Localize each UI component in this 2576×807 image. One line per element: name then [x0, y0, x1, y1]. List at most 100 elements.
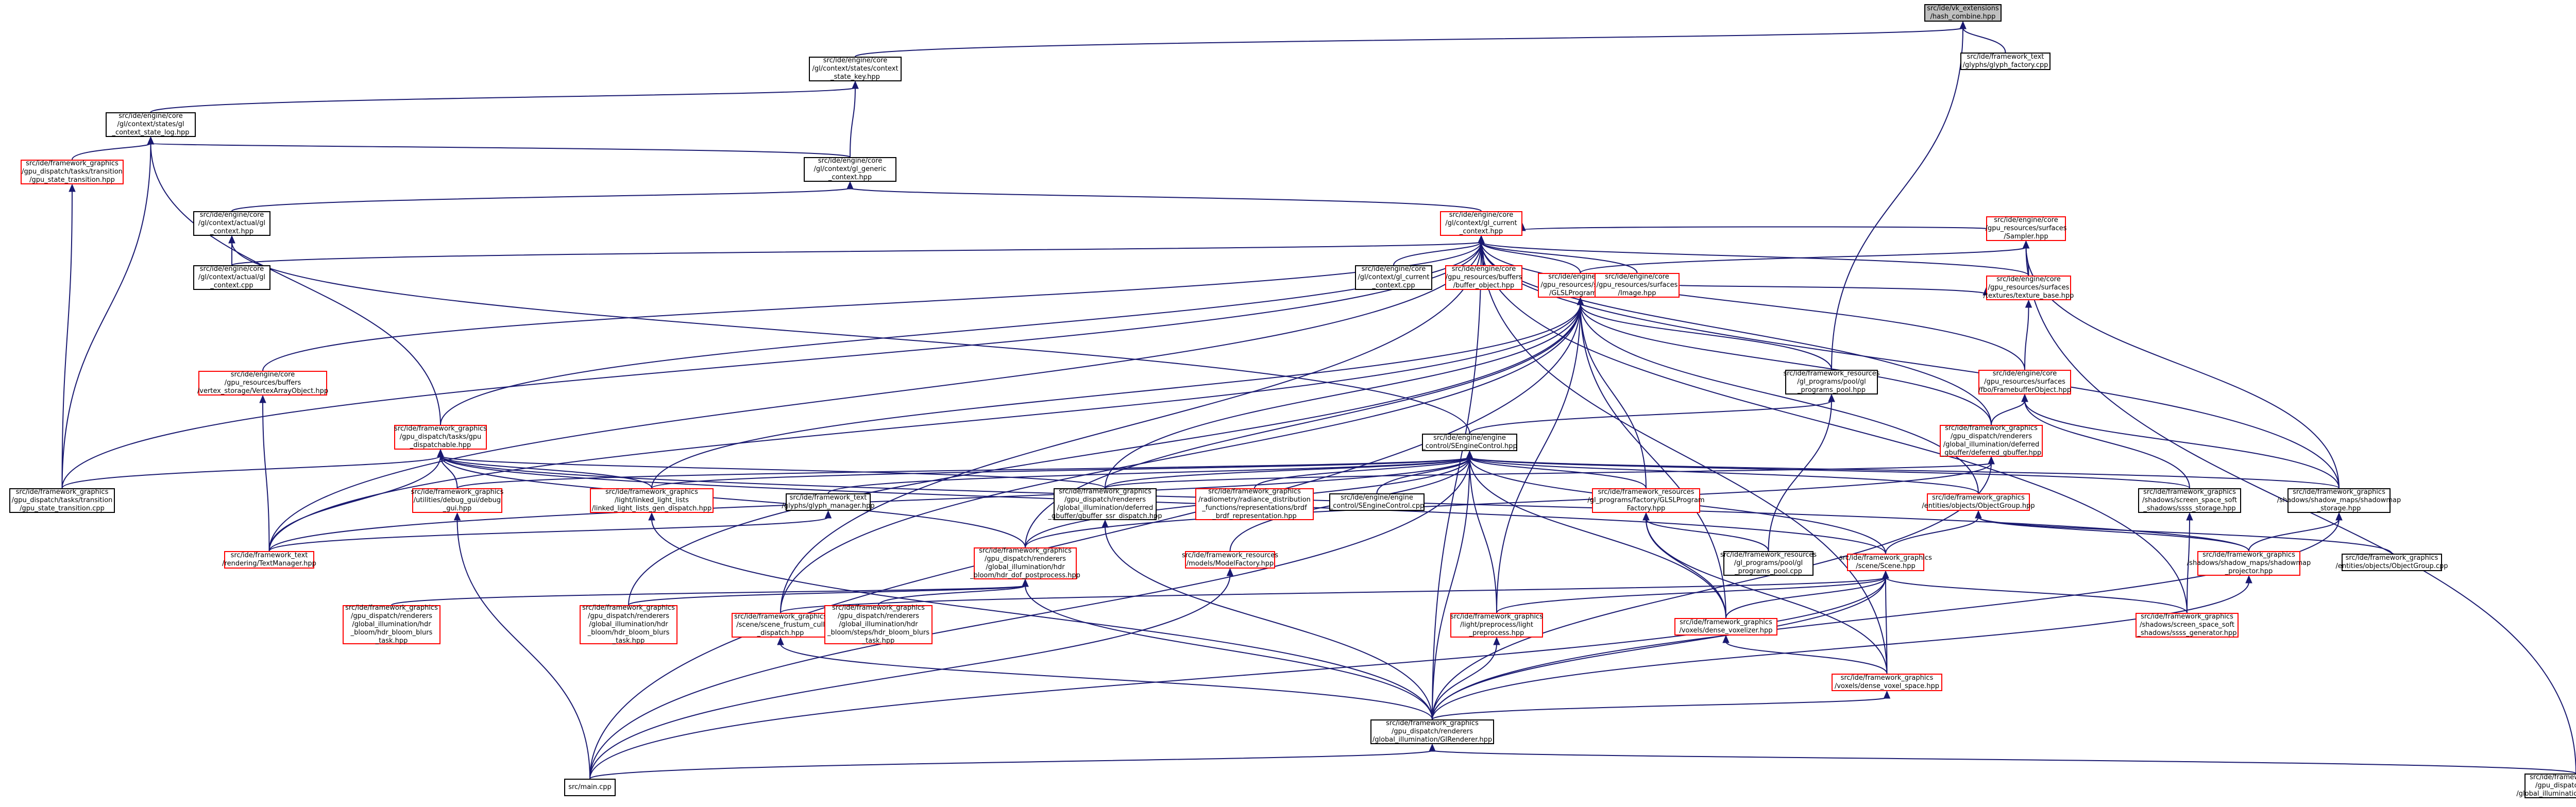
node-ssss-generator[interactable]: src/ide/framework_graphics/shadows/scree…: [2136, 613, 2239, 638]
node-object-group-hpp[interactable]: src/ide/framework_graphics/entities/obje…: [1922, 493, 2035, 511]
node-label-line: /Image.hpp: [1618, 289, 1656, 297]
edge-arrowhead: [1466, 450, 1473, 459]
edge-arrowhead: [2021, 393, 2028, 402]
node-context-state-log[interactable]: src/ide/engine/core/gl/context/states/gl…: [106, 112, 196, 137]
edge-arrowhead: [1642, 512, 1650, 521]
node-debug-gui[interactable]: src/ide/framework_graphics/utilities/deb…: [411, 488, 503, 513]
node-gl-programs-pool-cpp[interactable]: src/ide/framework_resources/gl_programs/…: [1720, 551, 1817, 576]
edge-gi-renderer-hpp-to-scene-hpp: [1432, 577, 1886, 720]
node-gl-current-context-cpp[interactable]: src/ide/engine/core/gl/context/gl_curren…: [1355, 265, 1432, 290]
edge-dense-voxel-space-to-glslprogram-factory: [1646, 519, 1888, 674]
node-gi-renderer-cpp[interactable]: src/ide/framework_graphics/gpu_dispatch/…: [2516, 774, 2576, 798]
node-gpu-state-transition-cpp[interactable]: src/ide/framework_graphics/gpu_dispatch/…: [9, 488, 115, 513]
node-gi-renderer-hpp[interactable]: src/ide/framework_graphics/gpu_dispatch/…: [1370, 719, 1494, 744]
edge-arrowhead: [1882, 570, 1889, 579]
node-object-group-cpp[interactable]: src/ide/framework_graphics/entities/obje…: [2335, 554, 2448, 571]
node-model-factory[interactable]: src/ide/framework_resources/models/Model…: [1182, 551, 1278, 569]
node-gpu-state-transition[interactable]: src/ide/framework_graphics/gpu_dispatch/…: [21, 160, 124, 184]
node-main-cpp[interactable]: src/main.cpp: [564, 779, 616, 796]
node-hdr-bloom-blurs-task2[interactable]: src/ide/framework_graphics/gpu_dispatch/…: [580, 604, 677, 645]
edge-arrowhead: [147, 136, 155, 145]
edge-arrowhead: [1882, 570, 1889, 579]
edge-gbuffer-ssr-to-sgenginecontrol-hpp: [1105, 457, 1470, 489]
edge-text-manager-to-glyph-manager: [268, 517, 829, 552]
node-sgenginecontrol-cpp[interactable]: src/ide/engine/engine_control/SEngineCon…: [1329, 493, 1425, 511]
node-label-line: /global_illumination/deferred: [1943, 441, 2040, 449]
edge-gl-programs-pool-cpp-to-glslprogram-factory: [1646, 519, 1769, 552]
node-label-line: src/ide/framework_graphics: [2202, 551, 2295, 559]
edge-arrowhead: [147, 136, 155, 145]
node-image[interactable]: src/ide/engine/core/gpu_resources/surfac…: [1595, 273, 1680, 298]
node-label-line: /gpu_state_transition.cpp: [20, 505, 105, 512]
edge-object-group-hpp-to-glslprogram: [1580, 303, 1979, 494]
node-text-manager[interactable]: src/ide/framework_text/rendering/TextMan…: [222, 551, 316, 569]
node-hdr-bloom-postprocess[interactable]: src/ide/framework_graphics/gpu_dispatch/…: [970, 547, 1080, 579]
edge-scene-hpp-to-object-group-hpp: [1885, 517, 1979, 554]
edge-arrowhead: [1577, 297, 1584, 305]
edge-buffer-object-to-gl-current-context-hpp: [1481, 242, 1484, 266]
node-gl-generic-context[interactable]: src/ide/engine/core/gl/context/gl_generi…: [804, 157, 896, 182]
node-shadows-ssss-storage[interactable]: src/ide/framework_graphics/shadows/scree…: [2138, 488, 2241, 513]
node-sampler[interactable]: src/ide/engine/core/gpu_resources/surfac…: [1986, 216, 2066, 241]
node-glyph-manager[interactable]: src/ide/framework_text/glyphs/glyph_mana…: [782, 493, 875, 511]
edge-gpu-state-transition-cpp-to-gpu-state-transition: [61, 190, 73, 489]
edge-arrowhead: [1882, 570, 1889, 579]
edge-sampler-to-gl-current-context-hpp: [1522, 226, 1987, 230]
edge-sgenginecontrol-hpp-to-actual-gl-context-hpp: [231, 242, 1470, 434]
node-label-line: /Sampler.hpp: [2004, 233, 2048, 241]
node-gpu-dispatchable[interactable]: src/ide/framework_graphics/gpu_dispatch/…: [394, 425, 487, 450]
edge-arrowhead: [1988, 456, 1995, 465]
node-hdr-bloom-blurs-task[interactable]: src/ide/framework_graphics/gpu_dispatch/…: [343, 604, 440, 645]
node-gl-programs-pool-hpp[interactable]: src/ide/framework_resources/gl_programs/…: [1783, 370, 1880, 394]
node-glslprogram-factory[interactable]: src/ide/framework_resources/gl_programs/…: [1587, 488, 1705, 513]
node-hdr-bloom-lum-task[interactable]: src/ide/framework_graphics/gpu_dispatch/…: [824, 604, 933, 645]
node-shadowmap-projector[interactable]: src/ide/framework_graphics/shadows/shado…: [2187, 551, 2311, 576]
edge-text-manager-to-vertex-array: [262, 401, 270, 552]
edge-dense-voxel-space-to-gl-current-context-hpp: [1481, 242, 1888, 674]
node-actual-gl-context-cpp[interactable]: src/ide/engine/core/gl/context/actual/gl…: [193, 265, 270, 290]
node-sgenginecontrol-hpp[interactable]: src/ide/engine/engine_control/SEngineCon…: [1422, 434, 1517, 451]
edge-arrowhead: [1466, 450, 1473, 459]
node-label-line: /shadows/shadow_maps/shadowmap: [2187, 559, 2311, 567]
node-label-line: src/ide/engine/core: [1992, 370, 2057, 377]
edge-arrowhead: [1478, 235, 1485, 244]
edge-gbuffer-ssr-to-gpu-dispatchable: [440, 455, 1106, 489]
node-gbuffer-ssr[interactable]: src/ide/framework_graphics/gpu_dispatch/…: [1048, 488, 1162, 520]
node-actual-gl-context-hpp[interactable]: src/ide/engine/core/gl/context/actual/gl…: [193, 211, 270, 236]
edge-gi-renderer-hpp-to-sgenginecontrol-hpp: [1432, 457, 1470, 720]
node-context-state-key[interactable]: src/ide/engine/core/gl/context/states/co…: [809, 57, 902, 81]
edge-gl-generic-context-to-context-state-key: [850, 87, 856, 158]
node-light-preprocess[interactable]: src/ide/framework_graphics/light/preproc…: [1450, 613, 1543, 638]
node-dense-voxelizer[interactable]: src/ide/framework_graphics/voxels/dense_…: [1674, 618, 1777, 636]
edge-arrowhead: [1959, 21, 1967, 29]
node-dense-voxel-space[interactable]: src/ide/framework_graphics/voxels/dense_…: [1832, 674, 1942, 691]
node-texture-base[interactable]: src/ide/engine/core/gpu_resources/surfac…: [1984, 276, 2074, 300]
edge-arrowhead: [1642, 512, 1650, 521]
edge-arrowhead: [437, 449, 444, 457]
node-scene-hpp[interactable]: src/ide/framework_graphics/scene/Scene.h…: [1839, 554, 1932, 571]
node-label-line: /global_illumination/hdr: [986, 563, 1065, 571]
edge-arrowhead: [1466, 450, 1473, 459]
node-gl-current-context-hpp[interactable]: src/ide/engine/core/gl/context/gl_curren…: [1440, 211, 1522, 236]
node-label-line: src/ide/framework_graphics: [979, 547, 1072, 555]
node-linked-light-lists[interactable]: src/ide/framework_graphics/light/linked_…: [590, 488, 714, 513]
edge-arrowhead: [1478, 235, 1485, 244]
node-shadowmap-storage[interactable]: src/ide/framework_graphics/shadows/shado…: [2277, 488, 2401, 513]
node-label-line: /gl/context/states/gl: [117, 121, 184, 128]
edge-context-state-key-to-root: [855, 27, 1963, 57]
node-label-line: src/ide/framework_graphics: [1059, 488, 1151, 495]
node-vertex-array[interactable]: src/ide/engine/core/gpu_resources/buffer…: [197, 371, 328, 396]
edge-arrowhead: [1478, 235, 1485, 244]
node-label-line: /shadows/screen_space_soft: [2142, 496, 2237, 504]
node-deferred-gbuffer[interactable]: src/ide/framework_graphics/gpu_dispatch/…: [1940, 424, 2043, 457]
node-glyph-factory[interactable]: src/ide/framework_text/glyphs/glyph_fact…: [1960, 53, 2050, 70]
edge-gl-generic-context-to-context-state-log: [150, 143, 851, 158]
edge-sgenginecontrol-hpp-to-gl-programs-pool-hpp: [1469, 400, 1832, 434]
node-label-line: src/ide/engine/core: [1451, 265, 1516, 273]
node-scene-frustum-cull[interactable]: src/ide/framework_graphics/scene/scene_f…: [732, 613, 829, 638]
node-framebuffer[interactable]: src/ide/engine/core/gpu_resources/surfac…: [1978, 370, 2071, 394]
node-buffer-object[interactable]: src/ide/engine/core/gpu_resources/buffer…: [1445, 265, 1522, 290]
node-radiance-distribution[interactable]: src/ide/framework_graphics/radiometry/ra…: [1195, 488, 1314, 520]
edge-arrowhead: [1577, 297, 1584, 305]
edge-scene-frustum-cull-to-gl-current-context-hpp: [780, 242, 1482, 613]
